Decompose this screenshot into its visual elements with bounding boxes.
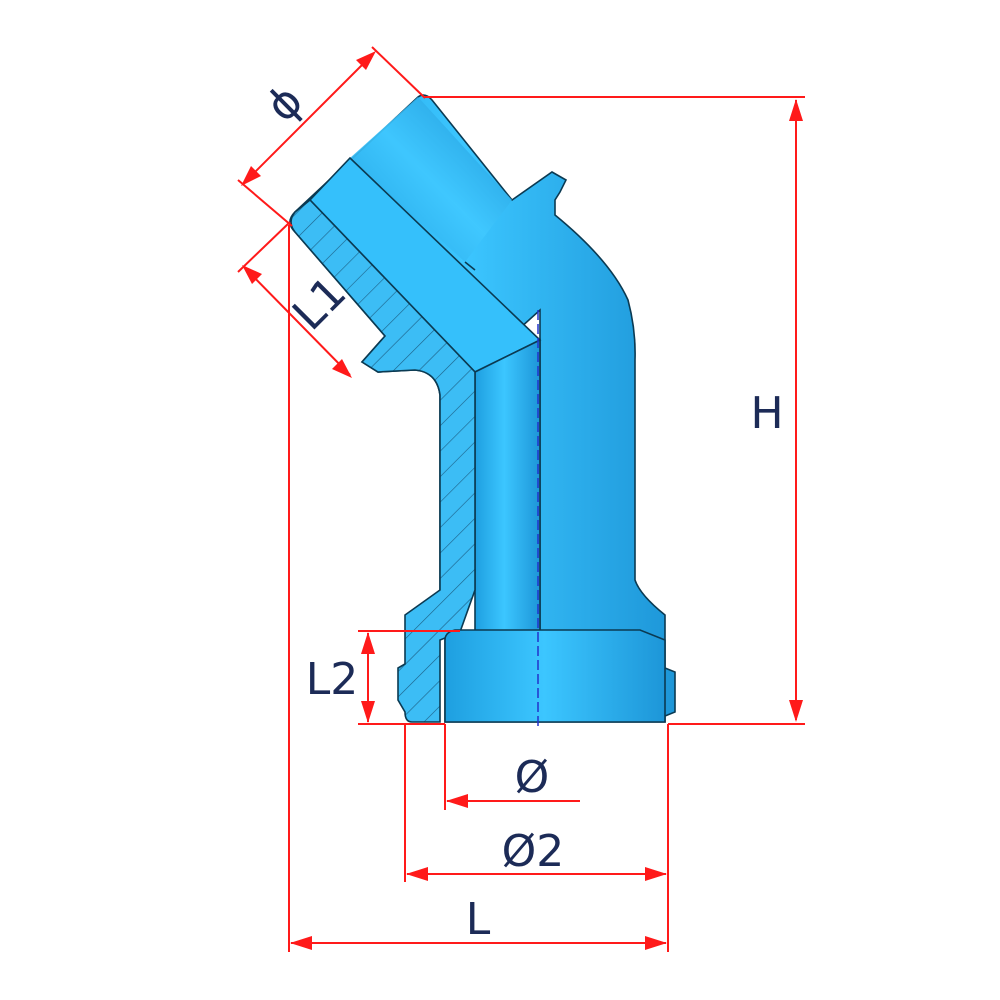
height-label: H — [750, 388, 783, 439]
outer-diameter-label: Ø2 — [502, 826, 565, 877]
dimension-lines — [237, 46, 805, 952]
length-label: L — [466, 894, 491, 945]
l2-label: L2 — [306, 654, 359, 705]
elbow-body — [289, 94, 676, 730]
inner-diameter-label: Ø — [515, 752, 550, 803]
